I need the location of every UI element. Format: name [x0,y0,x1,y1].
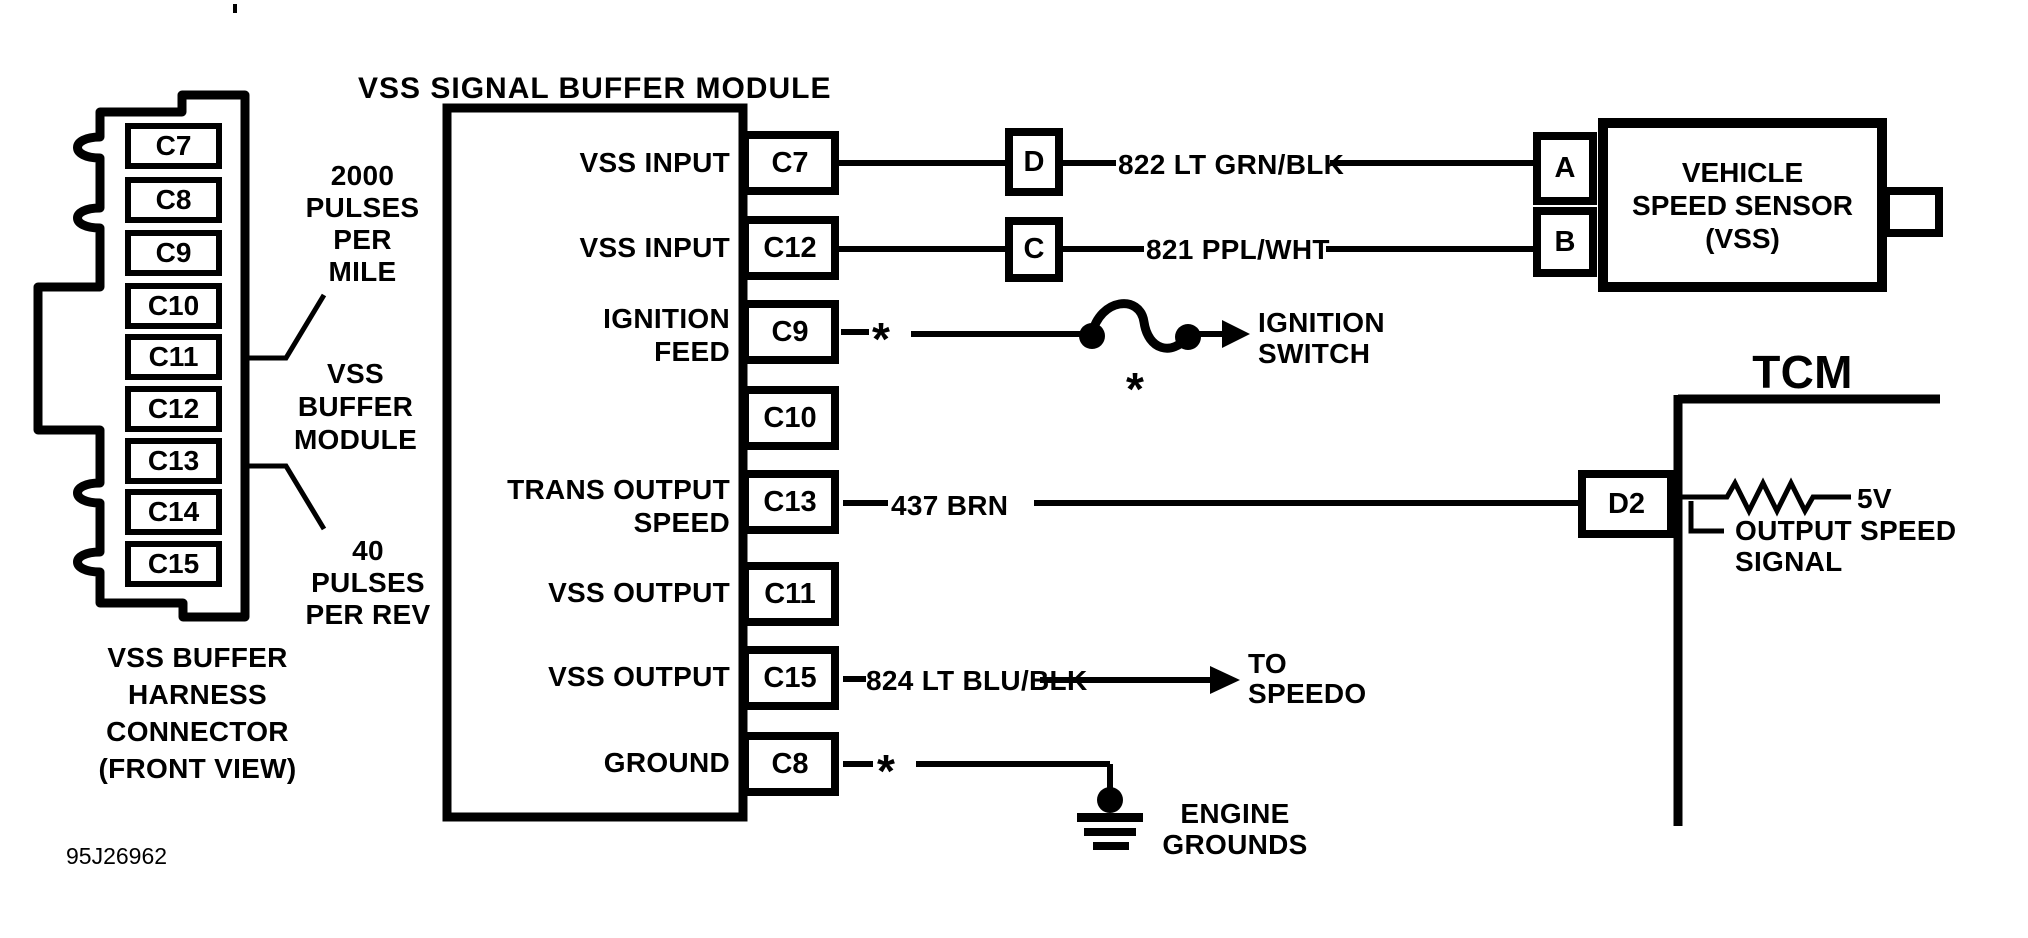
splice-icon [1079,299,1201,353]
asterisk-ground: * [877,745,895,797]
asterisk-splice: * [1126,363,1144,415]
row-label-ground: GROUND [603,747,730,778]
connector-pin-c14: C14 [125,489,222,535]
connector-pin-c8: C8 [125,177,222,223]
wire-ignition-feed [841,299,1250,353]
connector-caption: VSS BUFFER HARNESS CONNECTOR (FRONT VIEW… [98,642,297,784]
connector-pin-c15: C15 [125,541,222,587]
wire-824-label: 824 LT BLU/BLK [866,665,1088,696]
row-label-trans-output-speed: TRANS OUTPUT SPEED [507,474,730,538]
sensor-pin-a: A [1533,132,1597,205]
module-pin-c10: C10 [741,386,839,450]
tcm-outline [1673,394,1940,826]
module-pin-c11: C11 [741,562,839,626]
module-pin-c8: C8 [741,732,839,796]
connector-pin-c12: C12 [125,386,222,432]
arrow-icon [1210,666,1240,694]
wire-822-label: 822 LT GRN/BLK [1118,149,1345,180]
sensor-pin-b: B [1533,207,1597,277]
connector-pin-c11: C11 [125,334,222,380]
engine-grounds-label: ENGINE GROUNDS [1162,798,1308,860]
tcm-pin-d2: D2 [1578,470,1675,538]
engine-ground-icon [1077,787,1143,850]
wire-821-label: 821 PPL/WHT [1146,234,1330,265]
module-pin-c13: C13 [741,470,839,534]
wire-ground [843,761,1143,850]
stray-mark [233,4,237,13]
diagram-title: VSS SIGNAL BUFFER MODULE [358,72,832,105]
tcm-title: TCM [1752,346,1853,398]
asterisk-ignition: * [872,313,890,365]
connector-pin-c13: C13 [125,438,222,484]
connector-pin-c10: C10 [125,283,222,329]
output-speed-signal-label: OUTPUT SPEED SIGNAL [1735,515,1957,577]
module-pin-c7: C7 [741,131,839,195]
vss-sensor-tab [1882,187,1943,237]
row-label-vss-output-c15: VSS OUTPUT [548,661,730,692]
row-label-ignition-feed: IGNITION FEED [603,303,730,367]
row-label-vss-input-c12: VSS INPUT [579,232,730,263]
ignition-switch-label: IGNITION SWITCH [1258,307,1385,369]
note-pulses-per-mile: 2000 PULSES PER MILE [305,160,420,287]
note-pulses-per-rev: 40 PULSES PER REV [305,535,431,630]
note-vss-buffer-module: VSS BUFFER MODULE [293,358,418,455]
module-pin-c9: C9 [741,300,839,364]
signal-branch-line [1688,501,1724,534]
module-pin-c12: C12 [741,216,839,280]
wire-824 [843,666,1240,694]
resistor-icon [1682,477,1851,517]
to-speedo-label: TO SPEEDO [1248,648,1367,709]
connector-pin-c7: C7 [125,123,222,169]
arrow-icon [1222,320,1250,348]
tcm-5v-label: 5V [1857,483,1892,514]
doc-number: 95J26962 [66,843,168,869]
vss-buffer-module-outline [442,103,748,822]
connector-pin-c9: C9 [125,230,222,276]
row-label-vss-output-c11: VSS OUTPUT [548,577,730,608]
wire-437-label: 437 BRN [891,490,1009,521]
inline-connector-d: D [1005,128,1063,196]
annotation-leader-lines [245,293,327,531]
inline-connector-c: C [1005,217,1063,282]
module-pin-c15: C15 [741,646,839,710]
row-label-vss-input-c7: VSS INPUT [579,147,730,178]
vss-sensor-box: VEHICLE SPEED SENSOR (VSS) [1598,118,1887,292]
